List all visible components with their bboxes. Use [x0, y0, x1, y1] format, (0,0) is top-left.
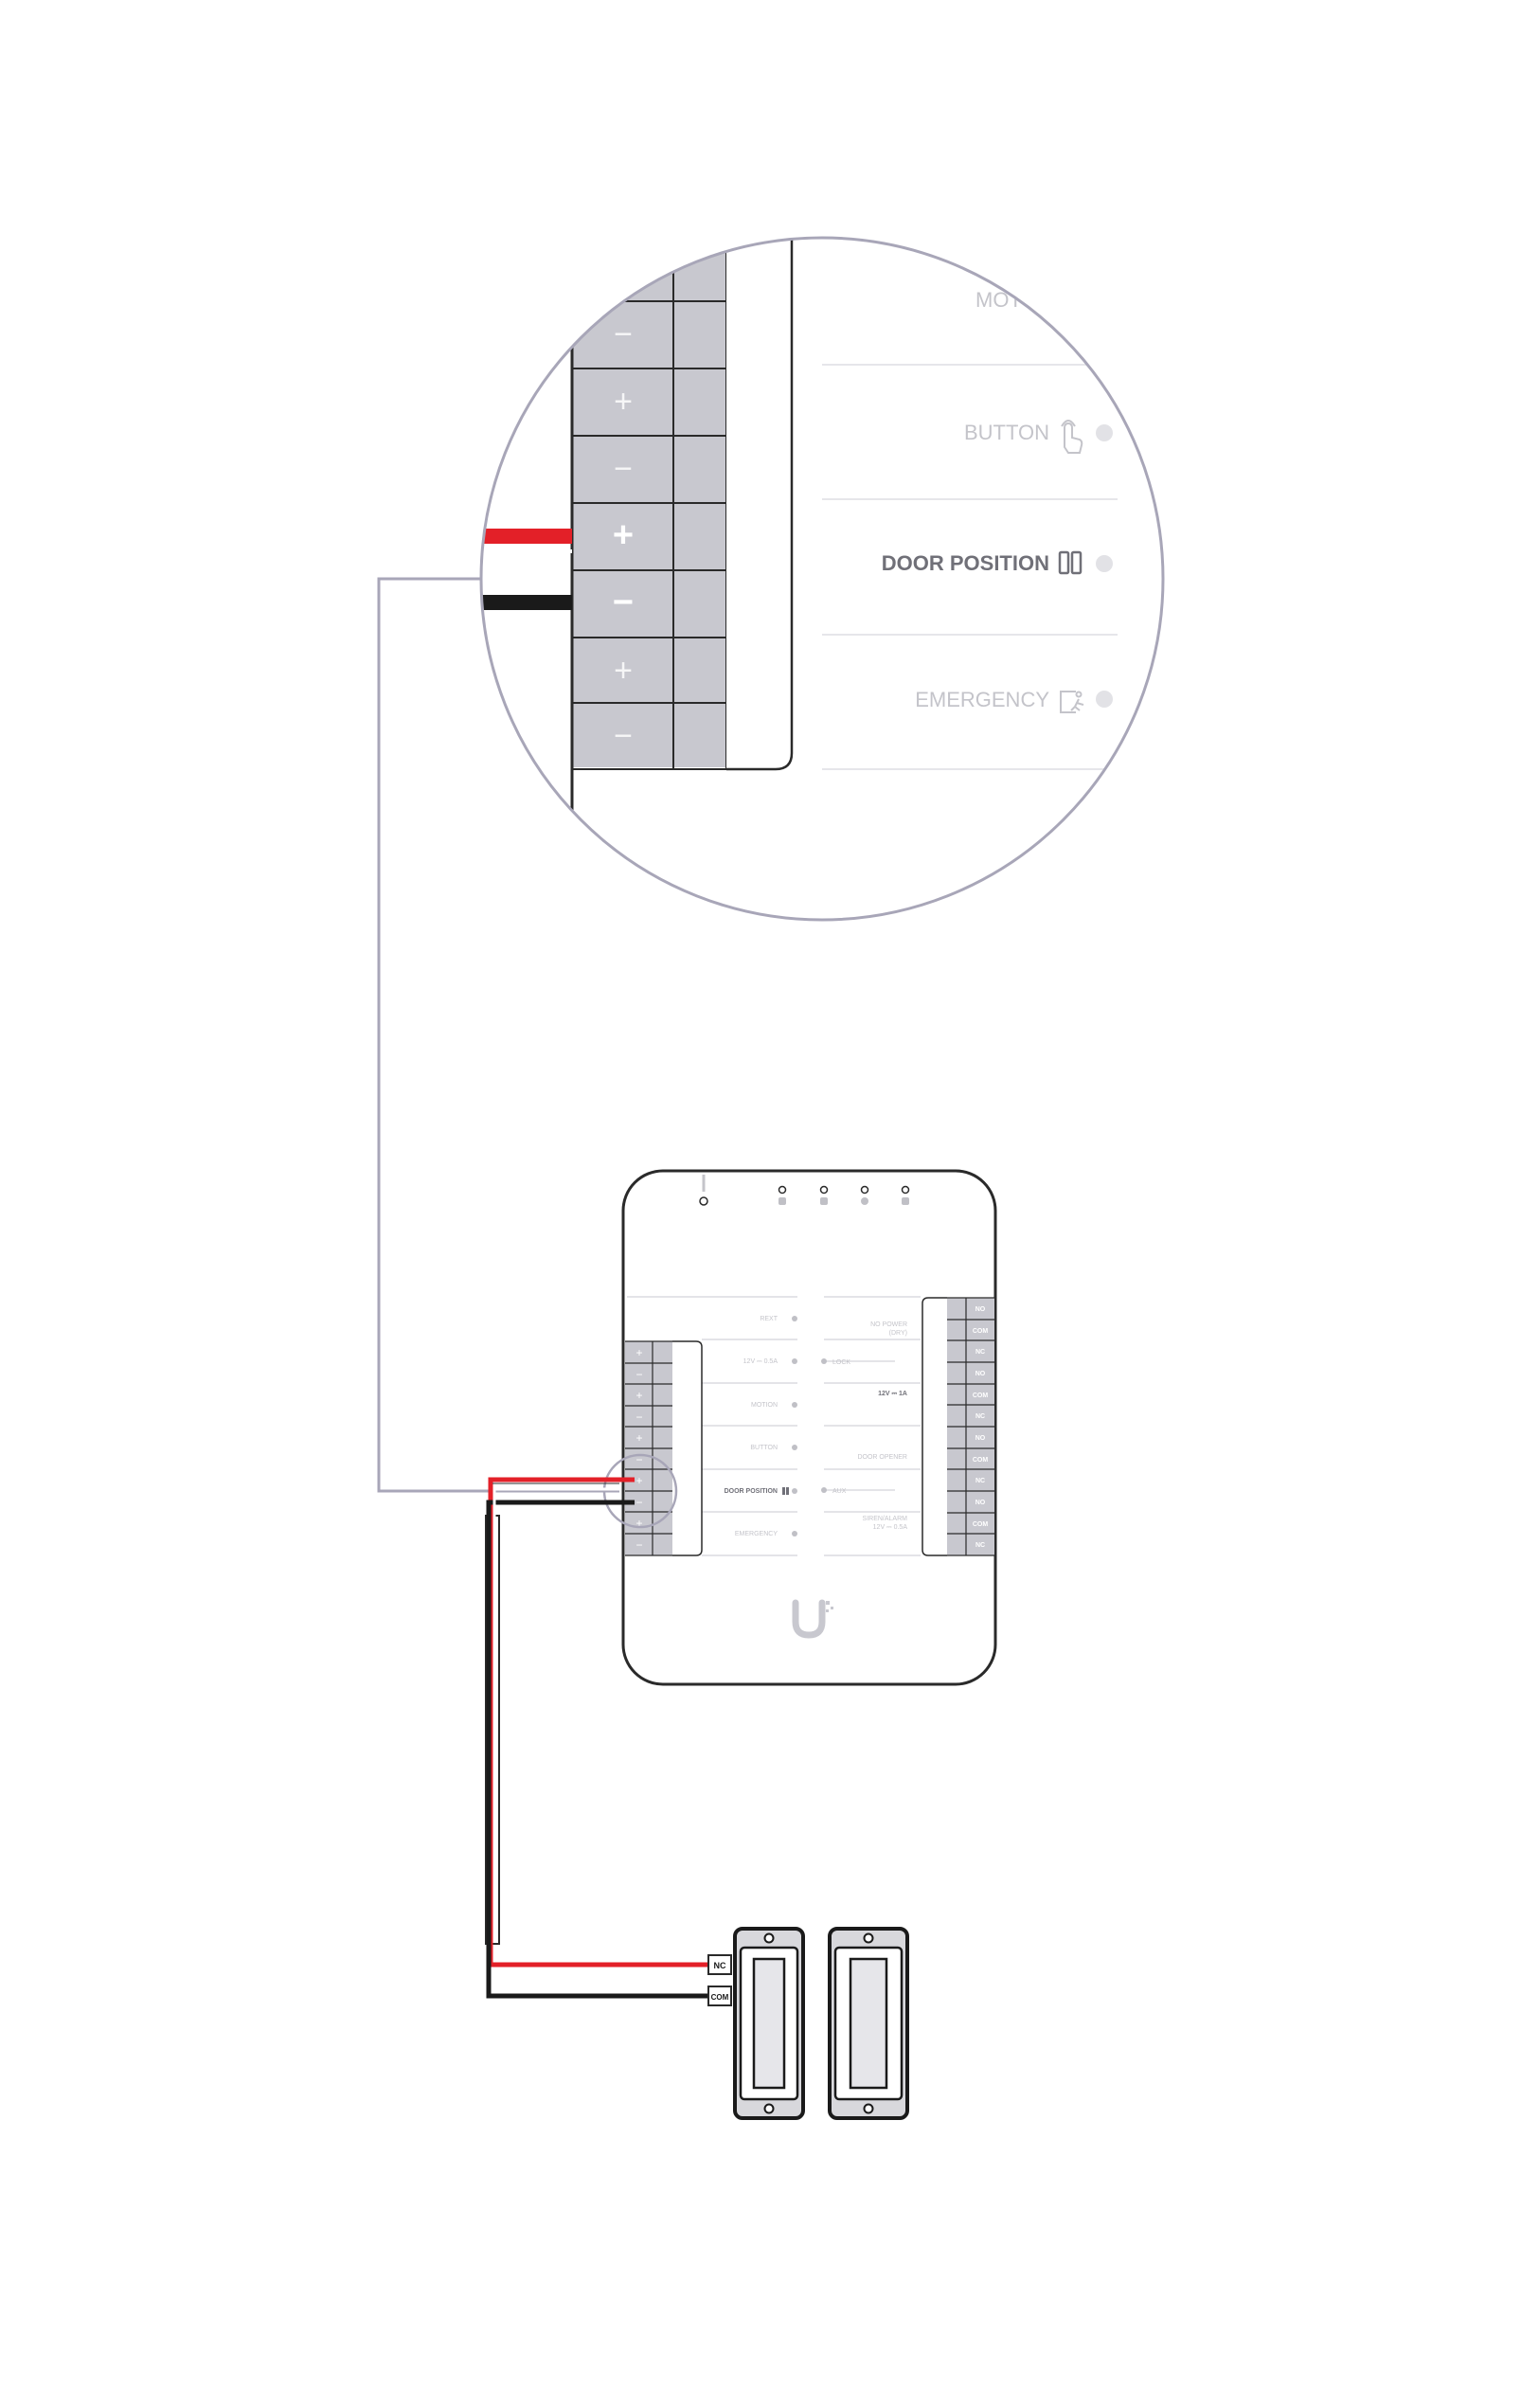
hub-terminal-sign: +: [635, 1389, 642, 1402]
zoom-label-button: BUTTON: [964, 421, 1049, 444]
ubiquiti-logo: [792, 1599, 833, 1639]
zoom-terminal-sign: −: [614, 316, 633, 352]
hub-terminal-sign: −: [635, 1453, 642, 1466]
zoom-terminal-sign: +: [614, 653, 633, 689]
sensor-nc-tab: [707, 1954, 732, 1975]
zoom-terminal-sign: −: [614, 451, 633, 487]
black-wire: [486, 1500, 708, 1999]
hub-label-no-power-dry: (DRY): [889, 1330, 907, 1337]
hub-label-door-position: DOOR POSITION: [725, 1488, 778, 1495]
hub-relay-terminal: NC: [975, 1542, 985, 1549]
hub-relay-terminal: NC: [975, 1413, 985, 1420]
hub-label-no-power: NO POWER: [870, 1321, 907, 1328]
hub-label-aux: AUX: [832, 1488, 847, 1495]
zoom-black-wire: [481, 595, 572, 610]
hub-terminal-sign: +: [635, 1474, 642, 1487]
hub-label-motion: MOTION: [751, 1402, 778, 1409]
hub-relay-terminal: NO: [975, 1435, 986, 1442]
door-position-sensor: NC COM: [707, 1927, 909, 2120]
hub-relay-terminal: COM: [973, 1393, 989, 1399]
hub-relay-terminal: COM: [973, 1457, 989, 1464]
zoom-terminal-sign: +: [613, 515, 634, 555]
sensor-com-tab: [707, 1986, 732, 2006]
hub-terminal-sign: +: [635, 1431, 642, 1445]
zoom-terminal-sign: −: [614, 718, 633, 754]
hub-label-power: 12V ⎓ 0.5A: [743, 1358, 778, 1365]
power-icon: [699, 1196, 708, 1206]
hub-relay-terminal: NO: [975, 1371, 986, 1377]
hub-relay-terminal: NO: [975, 1500, 986, 1506]
hub-label-lock: LOCK: [832, 1359, 850, 1366]
sensor-nc-label: NC: [714, 1961, 726, 1970]
sensor-cable: [485, 1477, 708, 1999]
hub-relay-terminal: COM: [973, 1521, 989, 1528]
hub-terminal-sign: −: [635, 1496, 642, 1509]
hub-terminal-sign: −: [635, 1368, 642, 1381]
zoom-red-wire: [481, 529, 572, 544]
hub-relay-terminal: NO: [975, 1306, 986, 1313]
callout-leader: [377, 577, 619, 1493]
zoom-led: [1096, 555, 1113, 572]
zoom-label-emergency: EMERGENCY: [915, 688, 1049, 711]
hub-terminal-sign: −: [635, 1538, 642, 1552]
access-hub: + − + − + − + − + − REXT 12V ⎓ 0.5A MOTI…: [602, 1169, 997, 1686]
hub-terminal-sign: −: [635, 1411, 642, 1424]
hub-label-lock-power: 12V ⎓ 1A: [878, 1391, 907, 1397]
hub-label-door-opener: DOOR OPENER: [857, 1454, 907, 1461]
hub-label-button: BUTTON: [750, 1445, 778, 1451]
hub-terminal-sign: +: [635, 1346, 642, 1359]
sensor-com-label: COM: [711, 1993, 729, 2002]
hub-label-emergency: EMERGENCY: [735, 1531, 778, 1537]
hub-relay-terminal: NC: [975, 1478, 985, 1484]
hub-relay-terminal: NC: [975, 1349, 985, 1356]
zoom-terminal-sign: −: [613, 583, 634, 622]
hub-label-siren-power: 12V ⎓ 0.5A: [873, 1524, 908, 1531]
emergency-icon: [1060, 691, 1084, 713]
hub-relay-terminal: COM: [973, 1328, 989, 1335]
hand-icon: [1061, 420, 1083, 454]
zoom-led: [1096, 424, 1113, 441]
zoom-label-motion: MOT: [975, 288, 1022, 312]
hub-terminal-sign: +: [635, 1517, 642, 1530]
zoom-label-door-position: DOOR POSITION: [882, 551, 1049, 575]
zoom-callout: − + − + − + − MOT BUTTON DOOR POSITION E…: [479, 236, 1165, 922]
door-position-icon: [1058, 550, 1083, 575]
zoom-led: [1096, 691, 1113, 708]
hub-label-rext: REXT: [760, 1316, 778, 1322]
zoom-terminal-sign: +: [614, 384, 633, 420]
hub-callout-circle: [602, 1453, 678, 1529]
hub-label-siren: SIREN/ALARM: [863, 1516, 908, 1522]
